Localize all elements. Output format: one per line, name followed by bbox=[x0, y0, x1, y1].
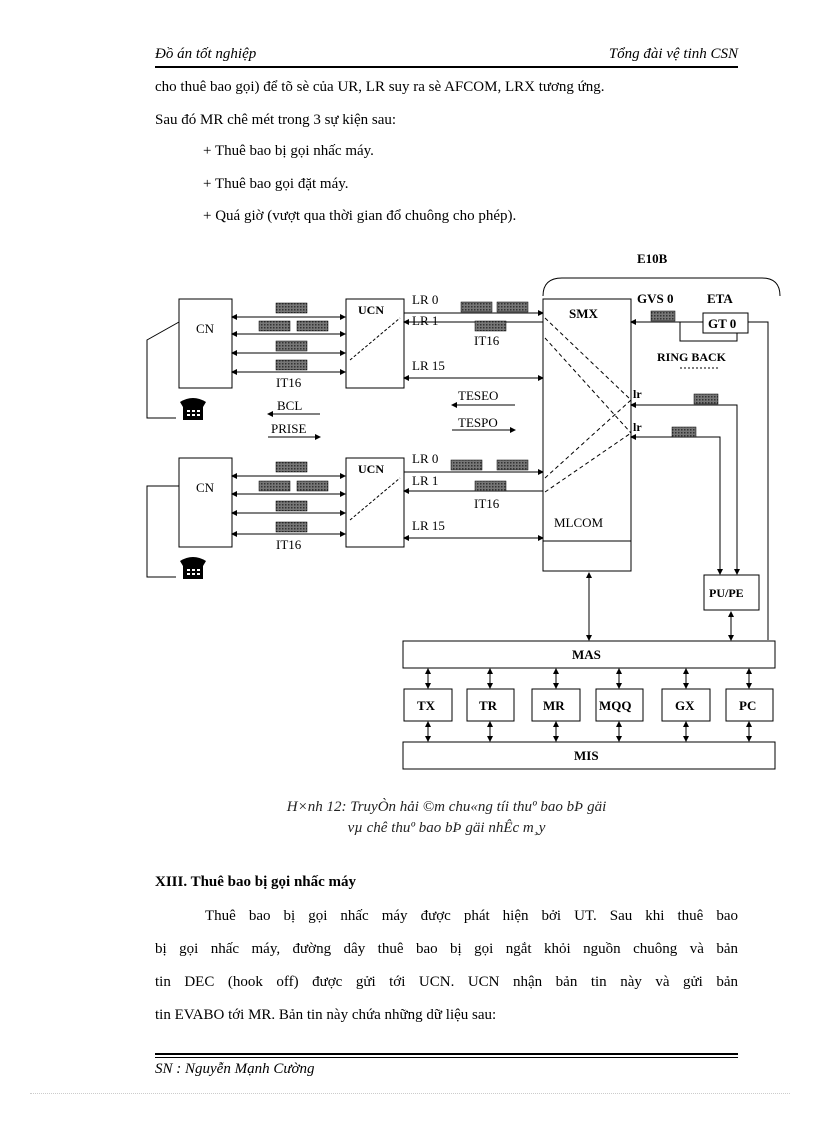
module-pc bbox=[725, 688, 774, 722]
footer-author: SN : Nguyễn Mạnh Cường bbox=[155, 1061, 315, 1077]
ucn-box-top bbox=[345, 298, 405, 389]
module-tr-label: TR bbox=[479, 698, 498, 713]
gvs0-label: GVS 0 bbox=[637, 291, 673, 306]
body-line-3: tin DEC (hook off) được gửi tới UCN. UCN… bbox=[155, 974, 738, 990]
figure-caption-line-2: vµ chê thuº bao bÞ gäi nhÊc m¸y bbox=[347, 820, 546, 836]
it16-label-bottom-left: IT16 bbox=[276, 537, 302, 552]
label-bcl: BCL bbox=[277, 398, 302, 413]
module-tr bbox=[466, 688, 515, 722]
module-mr bbox=[531, 688, 581, 722]
lr15-label-top: LR 15 bbox=[412, 358, 445, 373]
section-heading: XIII. Thuê bao bị gọi nhấc máy bbox=[155, 874, 357, 890]
ucn-box-bottom bbox=[345, 457, 405, 548]
body-line-1: Thuê bao bị gọi nhấc máy được phát hiện … bbox=[205, 908, 738, 924]
label-teseo: TESEO bbox=[458, 388, 498, 403]
lr1-label-top: LR 1 bbox=[412, 313, 438, 328]
cn-label-top: CN bbox=[196, 321, 215, 336]
lr1-label-bottom: LR 1 bbox=[412, 473, 438, 488]
footer-rule-thin bbox=[155, 1057, 738, 1058]
cn-box-top bbox=[178, 298, 233, 389]
module-mqq-label: MQQ bbox=[599, 698, 632, 713]
it16-label-top-left: IT16 bbox=[276, 375, 302, 390]
intro-bullet-2: + Thuê bao gọi đặt máy. bbox=[203, 176, 349, 192]
module-tx bbox=[403, 688, 453, 722]
ringback-label: RING BACK bbox=[657, 350, 727, 364]
pupe-box bbox=[703, 574, 760, 611]
cn-label-bottom: CN bbox=[196, 480, 215, 495]
intro-bullet-1: + Thuê bao bị gọi nhấc máy. bbox=[203, 143, 374, 159]
it16-label-top-right: IT16 bbox=[474, 333, 500, 348]
body-line-2: bị gọi nhấc máy, đường dây thuê bao bị g… bbox=[155, 941, 738, 957]
mas-label: MAS bbox=[572, 647, 601, 662]
label-tespo: TESPO bbox=[458, 415, 498, 430]
module-tx-label: TX bbox=[417, 698, 436, 713]
label-prise: PRISE bbox=[271, 421, 306, 436]
footer-rule bbox=[155, 1053, 738, 1055]
lr-label-lower: lr bbox=[633, 420, 642, 434]
telephone-icon bbox=[178, 557, 208, 579]
lr0-label-top: LR 0 bbox=[412, 292, 438, 307]
intro-bullet-3: + Quá giờ (vượt qua thời gian đổ chuông … bbox=[203, 208, 517, 224]
mis-label: MIS bbox=[574, 748, 599, 763]
telephone-icon bbox=[178, 398, 208, 420]
signal-diagram: E10B CN IT16 UCN LR 0 LR 1 LR 15 IT16 BC… bbox=[146, 251, 781, 770]
intro-line-2: Sau đó MR chê mét trong 3 sự kiện sau: bbox=[155, 112, 397, 128]
ucn-label-top: UCN bbox=[358, 303, 384, 317]
page-header: Đồ án tốt nghiệp Tổng đài vệ tinh CSN bbox=[155, 44, 738, 68]
lr15-label-bottom: LR 15 bbox=[412, 518, 445, 533]
mis-bus bbox=[402, 741, 776, 770]
mlcom-label: MLCOM bbox=[554, 515, 604, 530]
gt0-box bbox=[702, 312, 749, 334]
pupe-label: PU/PE bbox=[709, 586, 744, 600]
lr0-label-bottom: LR 0 bbox=[412, 451, 438, 466]
it16-label-bottom-right: IT16 bbox=[474, 496, 500, 511]
module-mqq bbox=[595, 688, 644, 722]
cn-box-bottom bbox=[178, 457, 233, 548]
module-pc-label: PC bbox=[739, 698, 756, 713]
module-gx-label: GX bbox=[675, 698, 695, 713]
ucn-label-bottom: UCN bbox=[358, 462, 384, 476]
smx-label: SMX bbox=[569, 306, 599, 321]
intro-line-1: cho thuê bao gọi) để tõ sè của UR, LR su… bbox=[155, 79, 605, 95]
header-right: Tổng đài vệ tinh CSN bbox=[608, 46, 738, 62]
module-row: TX TR MR MQQ GX PC bbox=[403, 668, 774, 742]
gt0-label: GT 0 bbox=[708, 316, 736, 331]
smx-box bbox=[542, 298, 632, 572]
body-line-4: tin EVABO tới MR. Bản tin này chứa những… bbox=[155, 1007, 497, 1023]
lr-label-upper: lr bbox=[633, 387, 642, 401]
page-edge bbox=[30, 1093, 790, 1094]
module-gx bbox=[661, 688, 711, 722]
module-mr-label: MR bbox=[543, 698, 565, 713]
mas-bus bbox=[402, 640, 776, 669]
eta-label: ETA bbox=[707, 291, 733, 306]
label-e10b: E10B bbox=[637, 251, 668, 266]
figure-caption-line-1: H×nh 12: TruyÒn hải ©m chu«ng tíi thuº b… bbox=[286, 799, 607, 815]
header-left: Đồ án tốt nghiệp bbox=[155, 46, 257, 62]
